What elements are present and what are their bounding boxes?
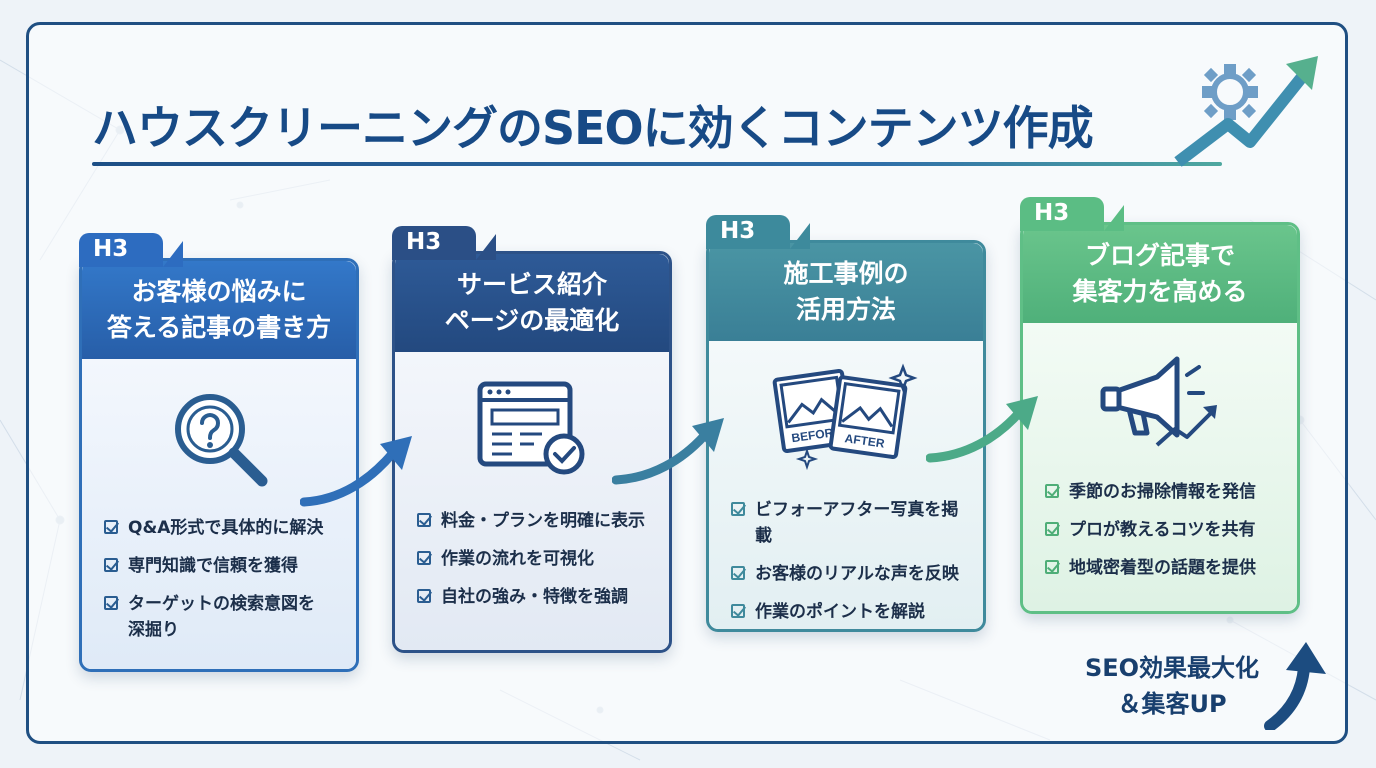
card-customer-concerns: H3 お客様の悩みに 答える記事の書き方 Q&A形式で具体的に解決 専門知識で信… [79, 233, 359, 672]
result-text: SEO効果最大化 ＆集客UP [1062, 650, 1282, 722]
checkbox-icon [731, 604, 745, 618]
card-case-studies: H3 施工事例の 活用方法 BEFORE AFTER [706, 215, 986, 632]
checkbox-icon [417, 589, 431, 603]
card-body: BEFORE AFTER ビフォーアフター写真を掲載 お客様のリアルな声を反映 … [709, 341, 983, 629]
before-label: BEFORE [791, 424, 842, 445]
checkbox-icon [104, 596, 118, 610]
card-heading-line2: 答える記事の書き方 [106, 313, 332, 342]
checkbox-icon [1045, 484, 1059, 498]
card-heading-line2: 集客力を高める [1072, 277, 1248, 306]
upward-arrow-icon [1264, 642, 1326, 730]
result-line2: ＆集客UP [1117, 690, 1227, 718]
list-item: 作業の流れを可視化 [417, 546, 657, 572]
list-item: ターゲットの検索意図を深掘り [104, 591, 344, 643]
h3-tab: H3 [392, 226, 496, 260]
card-heading: 施工事例の 活用方法 [709, 243, 983, 341]
checkbox-icon [731, 502, 745, 516]
h3-tab: H3 [706, 215, 810, 249]
card-body: 料金・プランを明確に表示 作業の流れを可視化 自社の強み・特徴を強調 [395, 352, 669, 650]
card-heading: サービス紹介 ページの最適化 [395, 254, 669, 352]
list-item: Q&A形式で具体的に解決 [104, 515, 344, 541]
card-heading-line2: 活用方法 [795, 295, 896, 324]
checkbox-icon [104, 520, 118, 534]
checkbox-icon [104, 558, 118, 572]
h3-tab: H3 [1020, 197, 1124, 231]
gear-growth-arrow-icon [1174, 56, 1318, 167]
card-checklist: ビフォーアフター写真を掲載 お客様のリアルな声を反映 作業のポイントを解説 [731, 497, 971, 637]
flow-arrow-1 [300, 436, 412, 507]
list-item: 自社の強み・特徴を強調 [417, 584, 657, 610]
checkbox-icon [417, 551, 431, 565]
magnifier-question-icon [82, 383, 356, 493]
title-underline [92, 162, 1222, 166]
card-blog-posts: H3 ブログ記事で 集客力を高める 季節のお掃除情報を発信 プロが教えるコツを共… [1020, 197, 1300, 614]
flow-arrow-3 [926, 396, 1038, 463]
card-heading-line1: 施工事例の [783, 259, 909, 288]
card-body: 季節のお掃除情報を発信 プロが教えるコツを共有 地域密着型の話題を提供 [1023, 323, 1297, 611]
checkbox-icon [1045, 560, 1059, 574]
card-heading: お客様の悩みに 答える記事の書き方 [82, 261, 356, 359]
card-body: Q&A形式で具体的に解決 専門知識で信頼を獲得 ターゲットの検索意図を深掘り [82, 359, 356, 669]
list-item: 地域密着型の話題を提供 [1045, 555, 1285, 581]
list-item: 作業のポイントを解説 [731, 599, 971, 625]
checkbox-icon [731, 566, 745, 580]
card-heading: ブログ記事で 集客力を高める [1023, 225, 1297, 323]
webpage-check-icon [395, 378, 669, 478]
list-item: プロが教えるコツを共有 [1045, 517, 1285, 543]
checkbox-icon [417, 513, 431, 527]
list-item: 専門知識で信頼を獲得 [104, 553, 344, 579]
card-heading-line2: ページの最適化 [444, 306, 620, 335]
h3-tab: H3 [79, 233, 183, 267]
before-after-photos-icon: BEFORE AFTER [709, 361, 983, 471]
card-heading-line1: お客様の悩みに [131, 277, 307, 306]
card-checklist: Q&A形式で具体的に解決 専門知識で信頼を獲得 ターゲットの検索意図を深掘り [104, 515, 344, 643]
megaphone-growth-icon [1023, 353, 1297, 453]
card-heading-line1: サービス紹介 [456, 270, 607, 299]
card-checklist: 季節のお掃除情報を発信 プロが教えるコツを共有 地域密着型の話題を提供 [1045, 479, 1285, 593]
card-checklist: 料金・プランを明確に表示 作業の流れを可視化 自社の強み・特徴を強調 [417, 508, 657, 622]
list-item: お客様のリアルな声を反映 [731, 561, 971, 587]
list-item: ビフォーアフター写真を掲載 [731, 497, 971, 549]
result-line1: SEO効果最大化 [1084, 654, 1260, 682]
flow-arrow-2 [612, 418, 724, 485]
list-item: 料金・プランを明確に表示 [417, 508, 657, 534]
after-label: AFTER [844, 431, 886, 450]
page-title: ハウスクリーニングのSEOに効くコンテンツ作成 [92, 101, 1094, 155]
card-heading-line1: ブログ記事で [1084, 241, 1235, 270]
list-item: 季節のお掃除情報を発信 [1045, 479, 1285, 505]
card-service-page: H3 サービス紹介 ページの最適化 料金・プランを明確に表示 作業の流れを可視化 [392, 226, 672, 653]
checkbox-icon [1045, 522, 1059, 536]
